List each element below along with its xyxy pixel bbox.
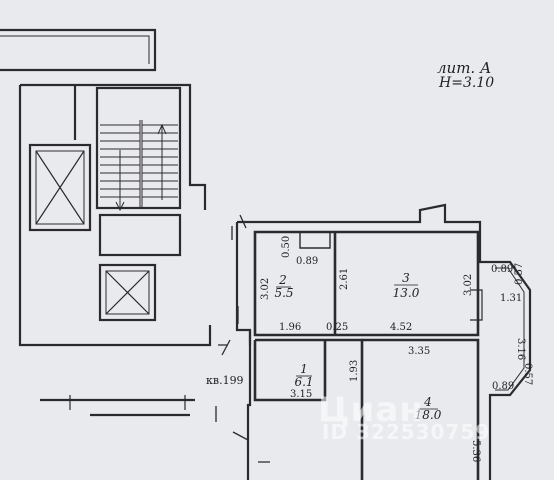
room-3: 3 13.0 [393,271,420,300]
room-number: 3 [402,271,410,285]
room-area: 5.5 [274,286,293,300]
dim-0-50: 0.50 [281,236,292,258]
dim-0-89-c: 0.89 [492,381,514,392]
room-number: 1 [300,362,308,376]
dim-3-02-b: 3.02 [463,274,474,296]
room-2: 2 5.5 [274,273,293,300]
stair-steps [100,120,178,212]
dim-4-52: 4.52 [390,322,412,333]
balcony-top [0,28,157,72]
room-area: 18.0 [415,408,442,422]
dim-0-25: 0.25 [326,322,348,333]
dimensions: 0.50 0.89 3.02 2.61 3.02 0.89 0.57 1.31 … [260,236,533,463]
dim-0-57-b: 0.57 [522,363,533,385]
room-number: 4 [423,395,432,409]
apartment-outline [237,203,490,264]
dim-3-02-a: 3.02 [260,278,271,300]
room-area: 13.0 [393,286,420,300]
room-4: 4 18.0 [415,395,442,422]
room-number: 2 [278,273,287,287]
dim-5-36: 5.36 [470,440,481,462]
building-letter: лит. А [437,59,491,77]
dim-0-89-a: 0.89 [296,256,318,267]
ceiling-height: Н=3.10 [438,75,494,91]
dim-0-89-b: 0.89 [491,264,513,275]
dim-2-61: 2.61 [339,268,350,290]
walls [0,28,532,480]
room-1: 1 6.1 [294,362,313,389]
dim-3-35: 3.35 [408,346,430,357]
dim-1-93: 1.93 [349,360,360,382]
lift-shaft-1 [28,143,92,232]
dim-0-57-a: 0.57 [514,263,525,285]
dim-3-15: 3.15 [290,389,312,400]
stairwell [95,86,182,210]
apartment-number: кв.199 [206,374,244,387]
core-outline [20,83,207,210]
lift-shaft-2 [98,263,157,322]
dim-3-16: 3.16 [515,338,526,360]
dim-1-96: 1.96 [279,322,301,333]
dim-1-31: 1.31 [500,293,522,304]
room-area: 6.1 [294,375,313,389]
